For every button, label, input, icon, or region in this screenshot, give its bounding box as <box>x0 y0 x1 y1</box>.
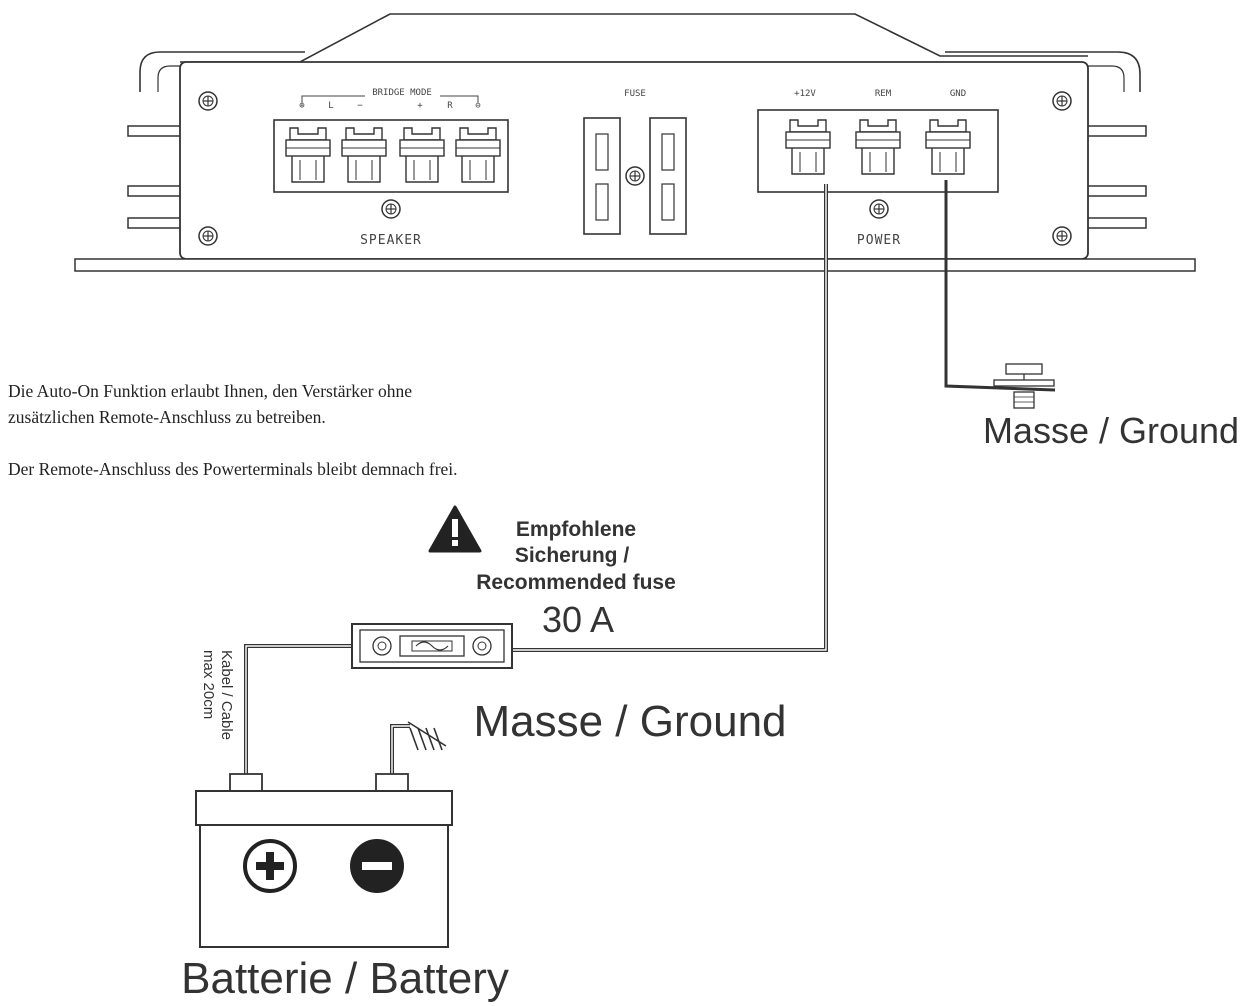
battery-wire <box>244 644 352 778</box>
screw-icon <box>381 199 401 219</box>
speaker-terminal-label: ⊕ <box>299 101 304 111</box>
ground-wire <box>944 180 1056 392</box>
ground-label-bottom: Masse / Ground <box>473 697 786 746</box>
power-terminal-label: +12V <box>794 89 816 99</box>
right-cooling-fins <box>1088 125 1147 229</box>
amplifier-lid <box>180 13 1088 63</box>
speaker-terminal <box>281 123 335 187</box>
fuse-callout-line1: Empfohlene <box>516 518 636 541</box>
amplifier-base <box>74 258 1196 272</box>
right-handle <box>945 51 1141 92</box>
left-handle <box>139 51 305 92</box>
warning-triangle-icon <box>428 505 482 553</box>
power-terminal-12v <box>781 115 835 179</box>
description-line-1: Die Auto-On Funktion erlaubt Ihnen, den … <box>8 381 413 401</box>
screw-icon <box>198 226 218 246</box>
speaker-terminal-label: R <box>447 101 453 111</box>
speaker-terminal-label: + <box>417 101 423 111</box>
speaker-terminal-label: L <box>328 101 333 111</box>
power-terminal-rem <box>851 115 905 179</box>
fuse-rating: 30 A <box>542 599 614 640</box>
fuse-label: FUSE <box>624 89 646 99</box>
battery-positive-post <box>229 773 263 793</box>
power-terminal-block: +12V REM GND POWER <box>757 89 999 248</box>
screw-icon <box>869 199 889 219</box>
left-cooling-fins <box>127 125 180 229</box>
power-terminal-label: REM <box>875 89 892 99</box>
ground-label-top: Masse / Ground <box>983 410 1239 451</box>
description-line-3: Der Remote-Anschluss des Powerterminals … <box>8 459 458 479</box>
fuse-callout-line3: Recommended fuse <box>476 571 676 594</box>
ground-bolt <box>993 363 1055 409</box>
speaker-label: SPEAKER <box>360 233 422 248</box>
screw-icon <box>1052 91 1072 111</box>
bridge-mode-label: BRIDGE MODE <box>372 88 432 98</box>
screw-icon <box>198 91 218 111</box>
power-label: POWER <box>857 233 901 248</box>
amplifier: BRIDGE MODE ⊕ L − + R ⊖ SPEAKER FUSE <box>74 13 1196 272</box>
screw-icon <box>625 166 645 186</box>
speaker-terminal-label: ⊖ <box>475 101 480 111</box>
fuse-block: FUSE <box>583 89 687 235</box>
speaker-terminal <box>451 123 505 187</box>
ground-icon <box>407 721 447 751</box>
battery <box>195 773 453 948</box>
screw-icon <box>1052 226 1072 246</box>
plus-icon <box>243 839 297 893</box>
minus-icon <box>350 839 404 893</box>
battery-label: Batterie / Battery <box>181 954 509 1003</box>
speaker-terminal-label: − <box>357 101 363 111</box>
battery-ground-wire <box>390 724 410 778</box>
power-terminal-label: GND <box>950 89 966 99</box>
description-line-2: zusätzlichen Remote-Anschluss zu betreib… <box>8 407 326 427</box>
power-terminal-gnd <box>921 115 975 179</box>
cable-length-label: max 20cm <box>200 650 217 719</box>
cable-label: Kabel / Cable <box>218 650 235 740</box>
battery-negative-post <box>375 773 409 793</box>
inline-fuse-holder <box>351 623 513 669</box>
speaker-terminal-block: BRIDGE MODE ⊕ L − + R ⊖ SPEAKER <box>273 88 509 248</box>
speaker-terminal <box>395 123 449 187</box>
speaker-terminal <box>337 123 391 187</box>
fuse-callout-line2: Sicherung / <box>515 544 630 567</box>
